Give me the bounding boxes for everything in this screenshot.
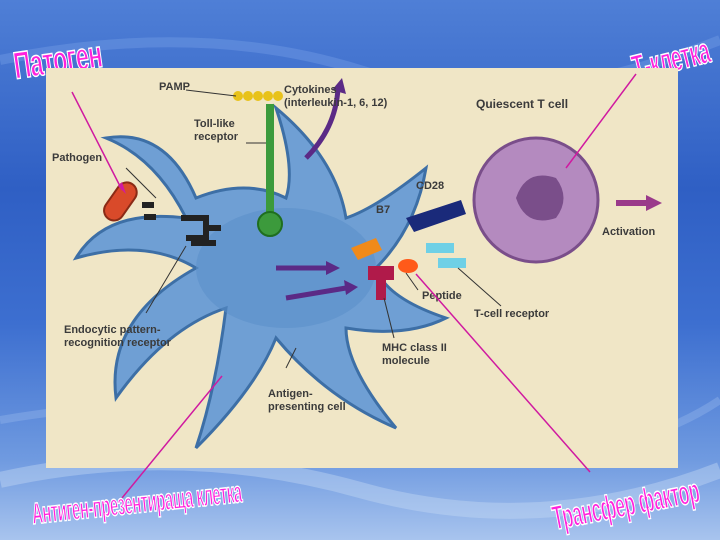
callout-t-cell	[566, 74, 636, 168]
callout-pathogen	[72, 92, 122, 190]
callout-apc	[122, 376, 222, 498]
callout-transfer-factor	[416, 274, 590, 472]
